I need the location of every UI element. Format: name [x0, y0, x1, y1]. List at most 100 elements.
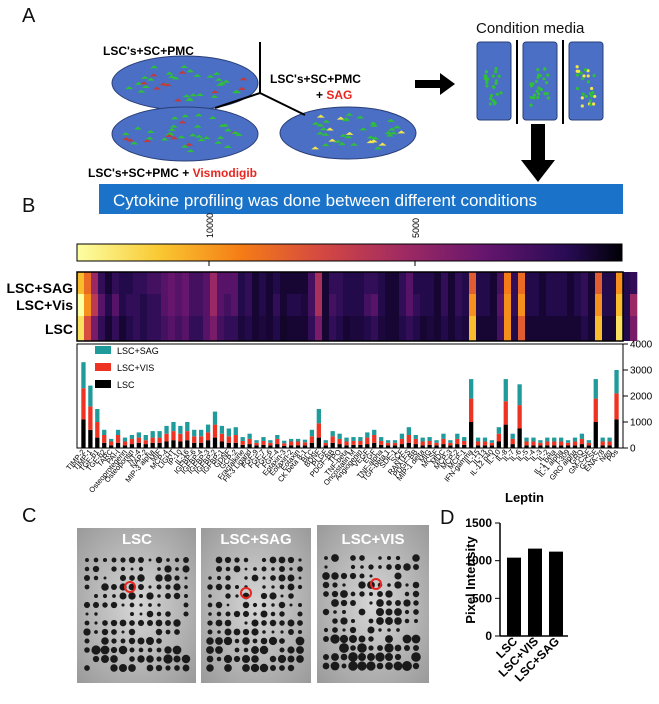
membrane-spot [139, 603, 143, 607]
heatmap-cell [518, 316, 526, 341]
stacked-bar-segment [254, 440, 259, 443]
stacked-bar-segment [358, 437, 363, 441]
stacked-bar-segment [337, 438, 342, 445]
heatmap-cell [504, 294, 512, 316]
membrane-spot [146, 610, 154, 618]
membrane-spot [261, 602, 267, 608]
stacked-bar-segment [178, 425, 183, 434]
membrane-spot [206, 637, 214, 645]
heatmap-cell [154, 272, 162, 294]
membrane-spot [322, 572, 330, 580]
media-cell-icon [537, 86, 541, 90]
cell-icon [321, 143, 330, 147]
membrane-spot [260, 610, 268, 618]
membrane-spot [156, 584, 162, 590]
membrane-spot [279, 647, 285, 653]
cell-icon [311, 121, 320, 125]
membrane-spot [94, 621, 98, 625]
heatmap-cell [210, 294, 218, 316]
membrane-spot [340, 599, 348, 607]
heatmap-cell [483, 272, 491, 294]
stacked-bar-segment [88, 429, 93, 448]
stacked-bar-segment [247, 433, 252, 439]
heatmap-cell [322, 272, 330, 294]
heatmap-cell [497, 294, 505, 316]
membrane-spot [287, 646, 295, 654]
membrane-spot [84, 665, 90, 671]
stacked-bar-segment [81, 388, 86, 420]
membrane-spot [297, 602, 303, 608]
stacked-bar-segment [469, 379, 474, 399]
media-cell-icon [575, 86, 580, 91]
membrane-spot [287, 556, 295, 564]
stacked-bar-segment [434, 440, 439, 443]
heatmap-cell [287, 316, 295, 341]
heatmap-cell [553, 316, 561, 341]
heatmap-cell [231, 272, 239, 294]
stacked-bar-segment [475, 437, 481, 442]
stacked-bar-segment [614, 393, 619, 420]
membrane-spot [129, 611, 135, 617]
membrane-spot [110, 664, 118, 672]
stacked-bar-segment [233, 435, 238, 443]
cell-icon [178, 120, 187, 124]
membrane-spot [296, 655, 304, 663]
stacked-bar-segment [510, 438, 515, 445]
membrane-spot [155, 628, 163, 636]
membrane-spot [251, 628, 259, 636]
heatmap-cell [630, 316, 638, 341]
membrane-spot [259, 663, 269, 673]
membrane-spot [350, 555, 356, 561]
membrane-spot [375, 652, 385, 662]
cell-icon [216, 135, 225, 139]
membrane-spot [332, 618, 338, 624]
membrane-spot [223, 654, 233, 664]
membrane-spot [340, 617, 348, 625]
legend-swatch-lsc [95, 380, 111, 388]
stacked-bar-segment [482, 441, 488, 446]
cell-icon [130, 141, 139, 145]
heatmap-cell [434, 294, 442, 316]
membrane-spot [412, 662, 420, 670]
media-well-1 [476, 41, 512, 121]
heatmap-row-label-lsc: LSC [45, 321, 73, 337]
membrane-spot [207, 620, 213, 626]
media-cell-icon [484, 74, 488, 78]
membrane-spot [269, 556, 277, 564]
membrane-spot [101, 628, 109, 636]
media-cell-icon [581, 76, 585, 81]
membrane-spot [394, 653, 402, 661]
membrane-spot [403, 599, 411, 607]
heatmap-cell [336, 316, 344, 341]
media-cell-icon [579, 71, 583, 75]
cytokine-banner-text: Cytokine profiling was done between diff… [113, 191, 537, 210]
panel-letter-a: A [22, 5, 36, 27]
heatmap-cell [525, 272, 533, 294]
heatmap-cell [525, 294, 533, 316]
membrane-spot [148, 603, 152, 607]
membrane-spot [119, 592, 127, 600]
stacked-bar-segment [586, 445, 591, 448]
heatmap-cell [203, 272, 211, 294]
membrane-spot [110, 619, 118, 627]
stacked-bar-segment [289, 438, 294, 442]
heatmap-cell [203, 316, 211, 341]
media-cell-icon [589, 94, 594, 98]
membrane-spot [295, 636, 305, 646]
heatmap-cell [217, 316, 225, 341]
membrane-spot [339, 634, 349, 644]
media-cell-icon [580, 104, 584, 108]
heatmap-cell [469, 316, 477, 341]
heatmap-cell [455, 316, 463, 341]
cell-icon [212, 71, 221, 75]
cell-icon [170, 136, 179, 140]
stacked-bar-segment [212, 411, 218, 425]
membrane-spot [83, 628, 91, 636]
membrane-spot [377, 591, 383, 597]
membrane-spot [93, 557, 99, 563]
membrane-spot [288, 593, 294, 599]
membrane-spot [376, 662, 384, 670]
heatmap-cell [602, 272, 610, 294]
membrane-spot [289, 567, 293, 571]
stacked-bar-segment [192, 429, 197, 437]
